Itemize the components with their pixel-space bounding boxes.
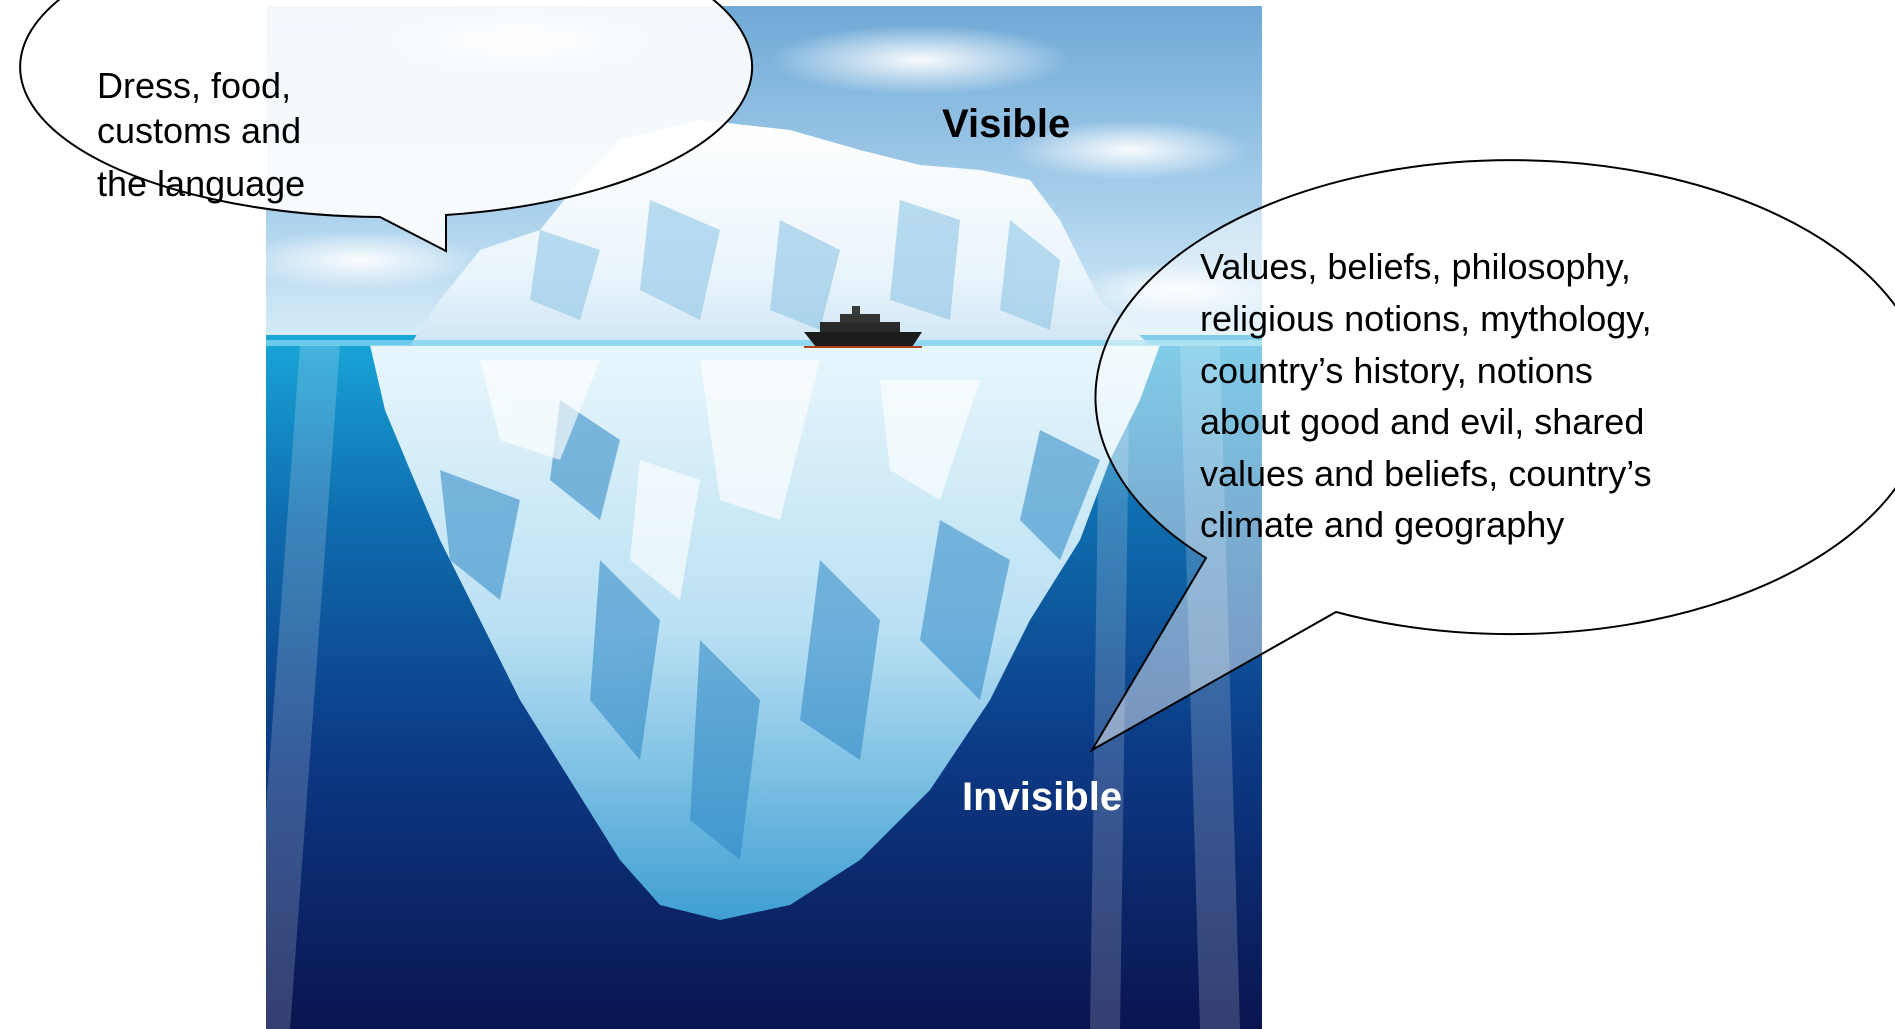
ship-icon bbox=[804, 306, 922, 348]
submerged-ice-highlights bbox=[480, 360, 980, 600]
callout-bubble-large bbox=[1089, 159, 1895, 753]
callout-deep-line: religious notions, mythology, bbox=[1200, 298, 1652, 339]
callout-deep-line: about good and evil, shared bbox=[1200, 401, 1644, 442]
callout-deep-line: Values, beliefs, philosophy, bbox=[1200, 246, 1631, 287]
callout-surface-line: customs and bbox=[97, 110, 301, 151]
label-visible: Visible bbox=[942, 102, 1070, 146]
callout-deep-line: values and beliefs, country’s bbox=[1200, 453, 1652, 494]
callout-deep-line: climate and geography bbox=[1200, 504, 1564, 545]
light-rays bbox=[266, 345, 1240, 1029]
callout-surface-culture: Dress, food, customs and the language bbox=[19, 0, 754, 253]
callout-deep-text: Values, beliefs, philosophy, religious n… bbox=[1200, 246, 1662, 545]
callout-surface-text: Dress, food, customs and the language bbox=[97, 65, 311, 204]
label-invisible: Invisible bbox=[962, 775, 1122, 819]
callout-bubble-small bbox=[19, 0, 754, 253]
callout-surface-line: Dress, food, bbox=[97, 65, 291, 106]
callout-deep-line: country’s history, notions bbox=[1200, 350, 1593, 391]
waterline bbox=[266, 340, 1262, 346]
callout-surface-line: the language bbox=[97, 163, 305, 204]
submerged-ice-facets bbox=[440, 400, 1100, 860]
visible-ice-shadows bbox=[530, 200, 1060, 330]
callout-deep-culture: Values, beliefs, philosophy, religious n… bbox=[1089, 159, 1895, 753]
